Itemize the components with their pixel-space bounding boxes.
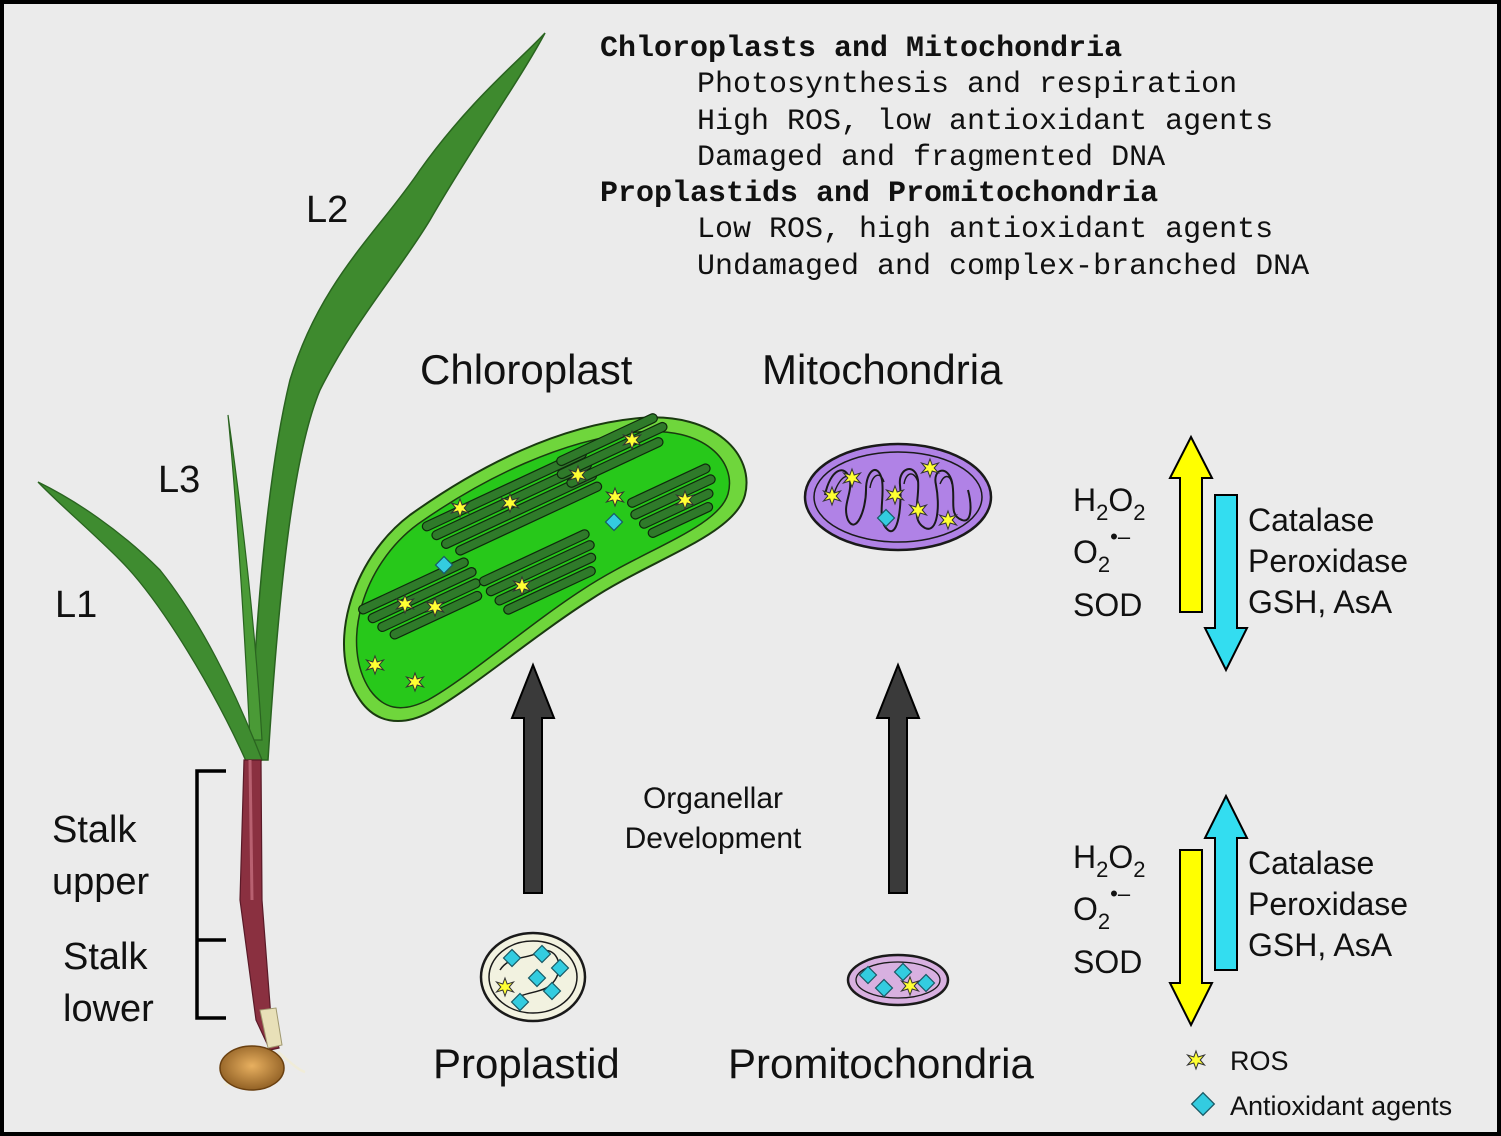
label-h2o2-young: H2O2 [1073,839,1146,882]
label-stalk-lower-2: lower [63,988,154,1030]
label-gsh-mature: GSH, AsA [1248,584,1393,620]
label-stalk-upper-1: Stalk [52,809,137,851]
title-mitochondria: Mitochondria [762,346,1003,393]
title-chloroplast: Chloroplast [420,346,633,393]
label-l2: L2 [306,189,348,231]
proplastid [479,931,587,1023]
label-sod-young: SOD [1073,944,1142,980]
mitochondria [803,442,993,552]
label-development: Development [625,822,802,855]
summary-text: Chloroplasts and Mitochondria Photosynth… [600,32,1309,284]
ros-arrow-up-mature [1168,434,1214,613]
antioxidant-diamond-icon [1190,1091,1216,1117]
summary-line-5: Undamaged and complex-branched DNA [697,250,1309,284]
development-arrow-plastid [510,662,556,894]
summary-line-1: Photosynthesis and respiration [697,68,1237,102]
chloroplast [343,413,748,723]
summary-line-3: Damaged and fragmented DNA [697,141,1165,175]
development-arrow-mito [875,662,921,894]
maize-seedling [37,32,546,1091]
title-proplastid: Proplastid [433,1040,620,1087]
legend-antioxidant: Antioxidant agents [1230,1091,1452,1121]
legend-ros: ROS [1230,1046,1289,1076]
label-catalase-young: Catalase [1248,845,1374,881]
balance-arrows-young [1168,793,1249,1028]
title-promitochondria: Promitochondria [728,1040,1034,1087]
label-l3: L3 [158,459,200,501]
label-organellar: Organellar [643,782,783,815]
label-h2o2-mature: H2O2 [1073,482,1146,525]
promitochondria [846,953,950,1007]
label-gsh-young: GSH, AsA [1248,927,1393,963]
label-peroxidase-mature: Peroxidase [1248,543,1408,579]
label-catalase-mature: Catalase [1248,502,1374,538]
label-stalk-upper-2: upper [52,861,150,903]
label-stalk-lower-1: Stalk [63,936,148,978]
leaf-l3 [227,414,263,741]
leaf-l1 [37,481,263,772]
label-superoxide-young: O2•– [1073,881,1131,934]
label-sod-mature: SOD [1073,587,1142,623]
summary-heading-mature: Chloroplasts and Mitochondria [600,32,1122,66]
balance-arrows-mature [1168,434,1249,673]
label-peroxidase-young: Peroxidase [1248,886,1408,922]
antioxidant-arrow-up-young [1203,793,1249,971]
antioxidant-arrow-down-mature [1203,494,1249,673]
development-arrows [510,662,921,894]
label-superoxide-mature: O2•– [1073,524,1131,577]
summary-line-2: High ROS, low antioxidant agents [697,105,1273,139]
legend: ROS Antioxidant agents [1187,1046,1452,1121]
stalk-brackets [195,769,226,1020]
label-l1: L1 [55,584,97,626]
summary-heading-young: Proplastids and Promitochondria [600,177,1158,211]
summary-line-4: Low ROS, high antioxidant agents [697,213,1273,247]
leaf-l2 [249,32,546,761]
maize-kernel [219,1045,285,1091]
ros-arrow-down-young [1168,849,1214,1028]
